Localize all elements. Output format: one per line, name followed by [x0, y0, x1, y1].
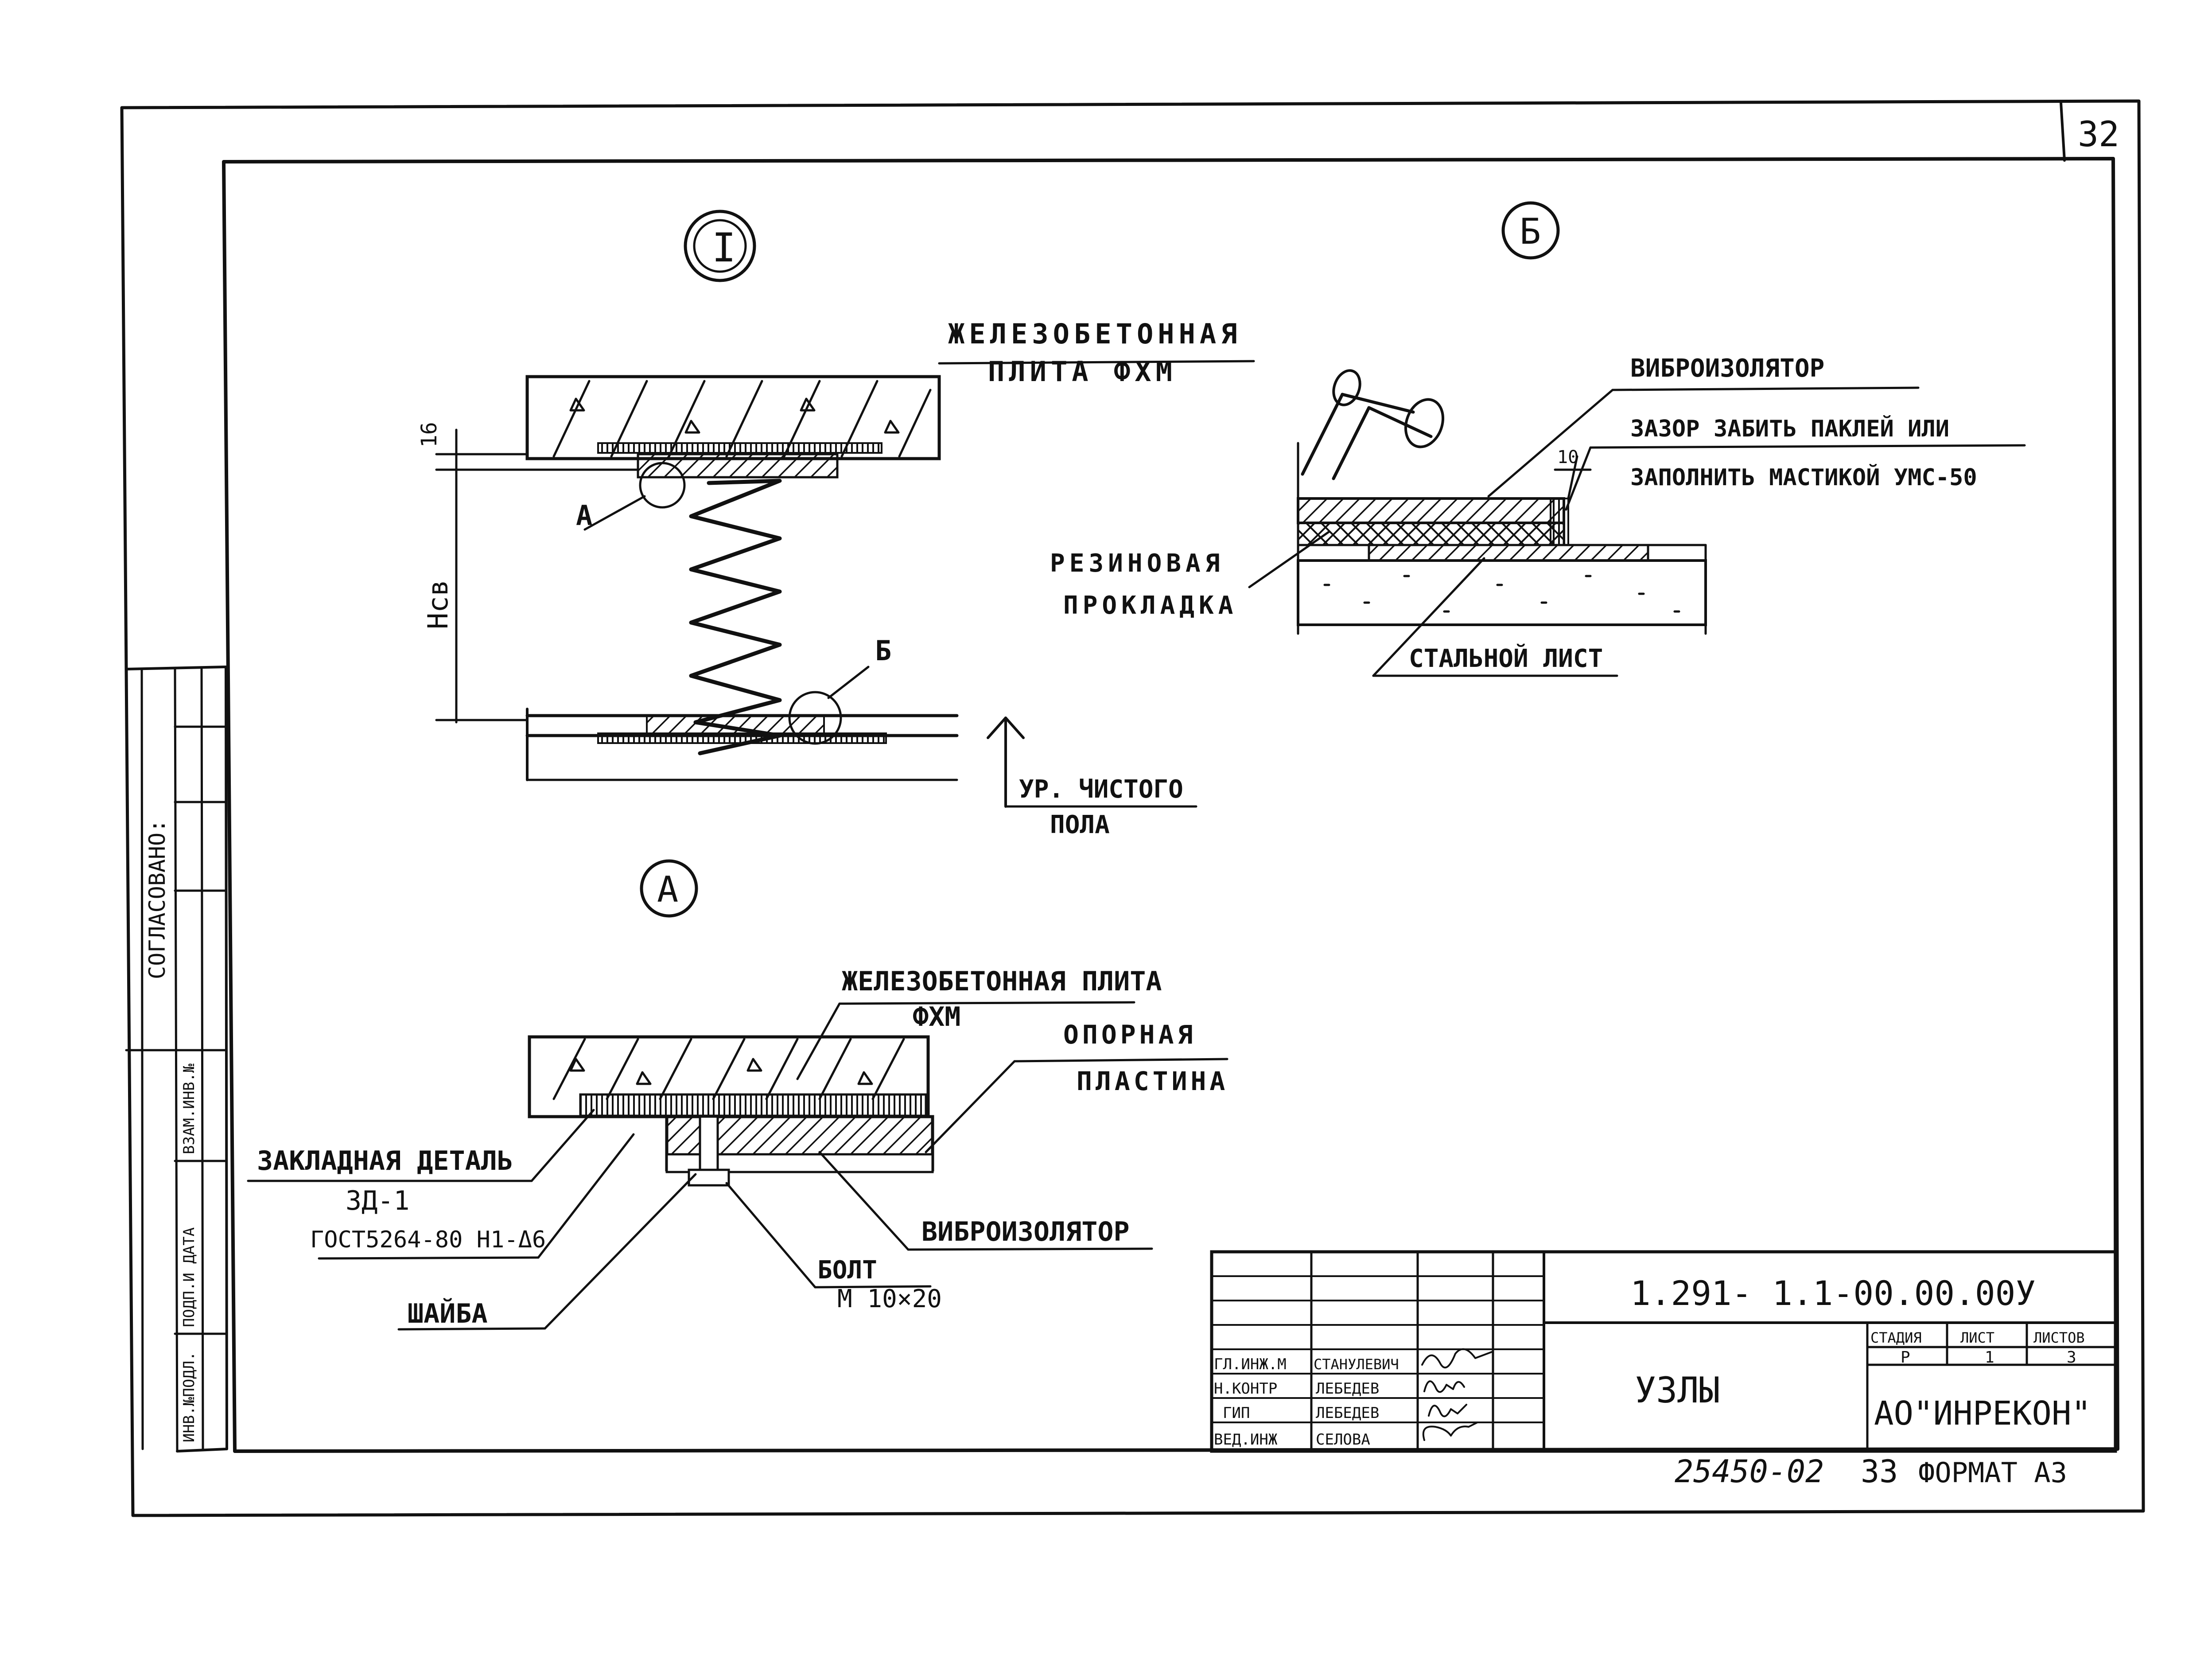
sheets-value: 3	[2067, 1348, 2076, 1367]
node-a-plate-label-2: ПЛАСТИНА	[1077, 1066, 1228, 1096]
col-stage: СТАДИЯ	[1870, 1329, 1922, 1346]
node-i-dim-16: 16	[417, 422, 442, 448]
node-b-steel-label: СТАЛЬНОЙ ЛИСТ	[1409, 644, 1603, 673]
node-b-spring-end	[1301, 369, 1445, 480]
title-block	[1210, 1250, 2117, 1453]
node-b-rubber-label-2: ПРОКЛАДКА	[1063, 591, 1237, 620]
floor-level-mark	[987, 717, 1197, 808]
vzam-inv-label: ВЗАМ.ИНВ.№	[180, 1063, 198, 1154]
archive-number: 25450-02	[1675, 1453, 1824, 1490]
drawing-title: УЗЛЫ	[1635, 1370, 1720, 1411]
role-3: ВЕД.ИНЖ	[1214, 1431, 1278, 1449]
col-sheets: ЛИСТОВ	[2033, 1329, 2085, 1346]
floor-label-2: ПОЛА	[1050, 810, 1110, 839]
signatures	[1421, 1348, 1494, 1441]
node-i-slab-label-2: ПЛИТА ФХМ	[988, 355, 1177, 388]
name-3: СЕЛОВА	[1316, 1431, 1370, 1449]
node-a-slab-label-1: ЖЕЛЕЗОБЕТОННАЯ ПЛИТА	[842, 966, 1162, 997]
node-a-embed-label-2: ЗД-1	[346, 1185, 410, 1216]
node-a-isolator-label: ВИБРОИЗОЛЯТОР	[921, 1216, 1130, 1247]
node-a-bolt-label-2: М 10×20	[837, 1285, 942, 1313]
doc-code: 1.291- 1.1-00.00.00У	[1630, 1274, 2036, 1313]
sheet-value: 1	[1985, 1348, 1994, 1367]
floor-label-1: УР. ЧИСТОГО	[1019, 775, 1183, 804]
role-1: Н.КОНТР	[1214, 1380, 1277, 1398]
organization: АО"ИНРЕКОН"	[1874, 1394, 2091, 1433]
node-i-spring	[689, 479, 782, 756]
drawing-frame	[120, 99, 2145, 1517]
node-b-gap-label-2: ЗАПОЛНИТЬ МАСТИКОЙ УМС-50	[1630, 464, 1977, 491]
node-a-marker	[640, 859, 698, 918]
page-number: 33	[1861, 1453, 1898, 1490]
node-i-callout-b: Б	[875, 635, 891, 667]
node-i-marker	[684, 210, 756, 282]
node-i-callout-a: А	[576, 499, 592, 532]
node-a-slab	[528, 1035, 934, 1187]
role-0: ГЛ.ИНЖ.М	[1214, 1355, 1287, 1373]
name-0: СТАНУЛЕВИЧ	[1314, 1356, 1399, 1373]
node-i-dimension	[435, 428, 639, 724]
node-i-dim-hsv: Hсв	[422, 580, 454, 629]
node-i-top-slab	[525, 375, 941, 479]
node-i-bottom-slab	[525, 708, 959, 781]
inv-no-label: ИНВ.№ПОДЛ.	[180, 1351, 198, 1442]
node-a-embed-label-1: ЗАКЛАДНАЯ ДЕТАЛЬ	[257, 1145, 513, 1176]
sign-date-label: ПОДП.И ДАТА	[180, 1227, 198, 1327]
sheet-format: ФОРМАТ А3	[1918, 1457, 2067, 1489]
node-a-embed-label-3: ГОСТ5264-80 Н1-Δ6	[310, 1227, 546, 1253]
node-b-rubber-label-1: РЕЗИНОВАЯ	[1050, 549, 1224, 578]
node-b-layers	[1297, 442, 1707, 635]
side-stamp	[125, 666, 228, 1453]
name-1: ЛЕБЕДЕВ	[1316, 1380, 1379, 1398]
node-a-marker-label: А	[657, 869, 678, 910]
node-b-gap-label-1: ЗАЗОР ЗАБИТЬ ПАКЛЕЙ ИЛИ	[1630, 415, 1949, 442]
node-a-slab-label-2: ФХМ	[913, 1001, 960, 1032]
stage-value: Р	[1901, 1348, 1910, 1367]
agreed-label: СОГЛАСОВАНО:	[144, 819, 170, 979]
node-b-dim-10: 10	[1557, 447, 1578, 467]
node-b-marker	[1501, 201, 1560, 260]
node-i-slab-label-1: ЖЕЛЕЗОБЕТОННАЯ	[948, 318, 1242, 350]
sheet-number: 32	[2078, 115, 2119, 155]
node-a-plate-label-1: ОПОРНАЯ	[1063, 1020, 1196, 1050]
name-2: ЛЕБЕДЕВ	[1316, 1404, 1379, 1422]
node-a-bolt-label-1: БОЛТ	[817, 1256, 877, 1285]
node-i-marker-label: I	[712, 225, 736, 271]
node-b-marker-label: Б	[1520, 211, 1541, 252]
col-sheet: ЛИСТ	[1960, 1329, 1994, 1346]
node-b-isolator-label: ВИБРОИЗОЛЯТОР	[1630, 354, 1824, 383]
node-a-washer-label: ШАЙБА	[408, 1297, 488, 1329]
role-2: ГИП	[1223, 1404, 1250, 1422]
